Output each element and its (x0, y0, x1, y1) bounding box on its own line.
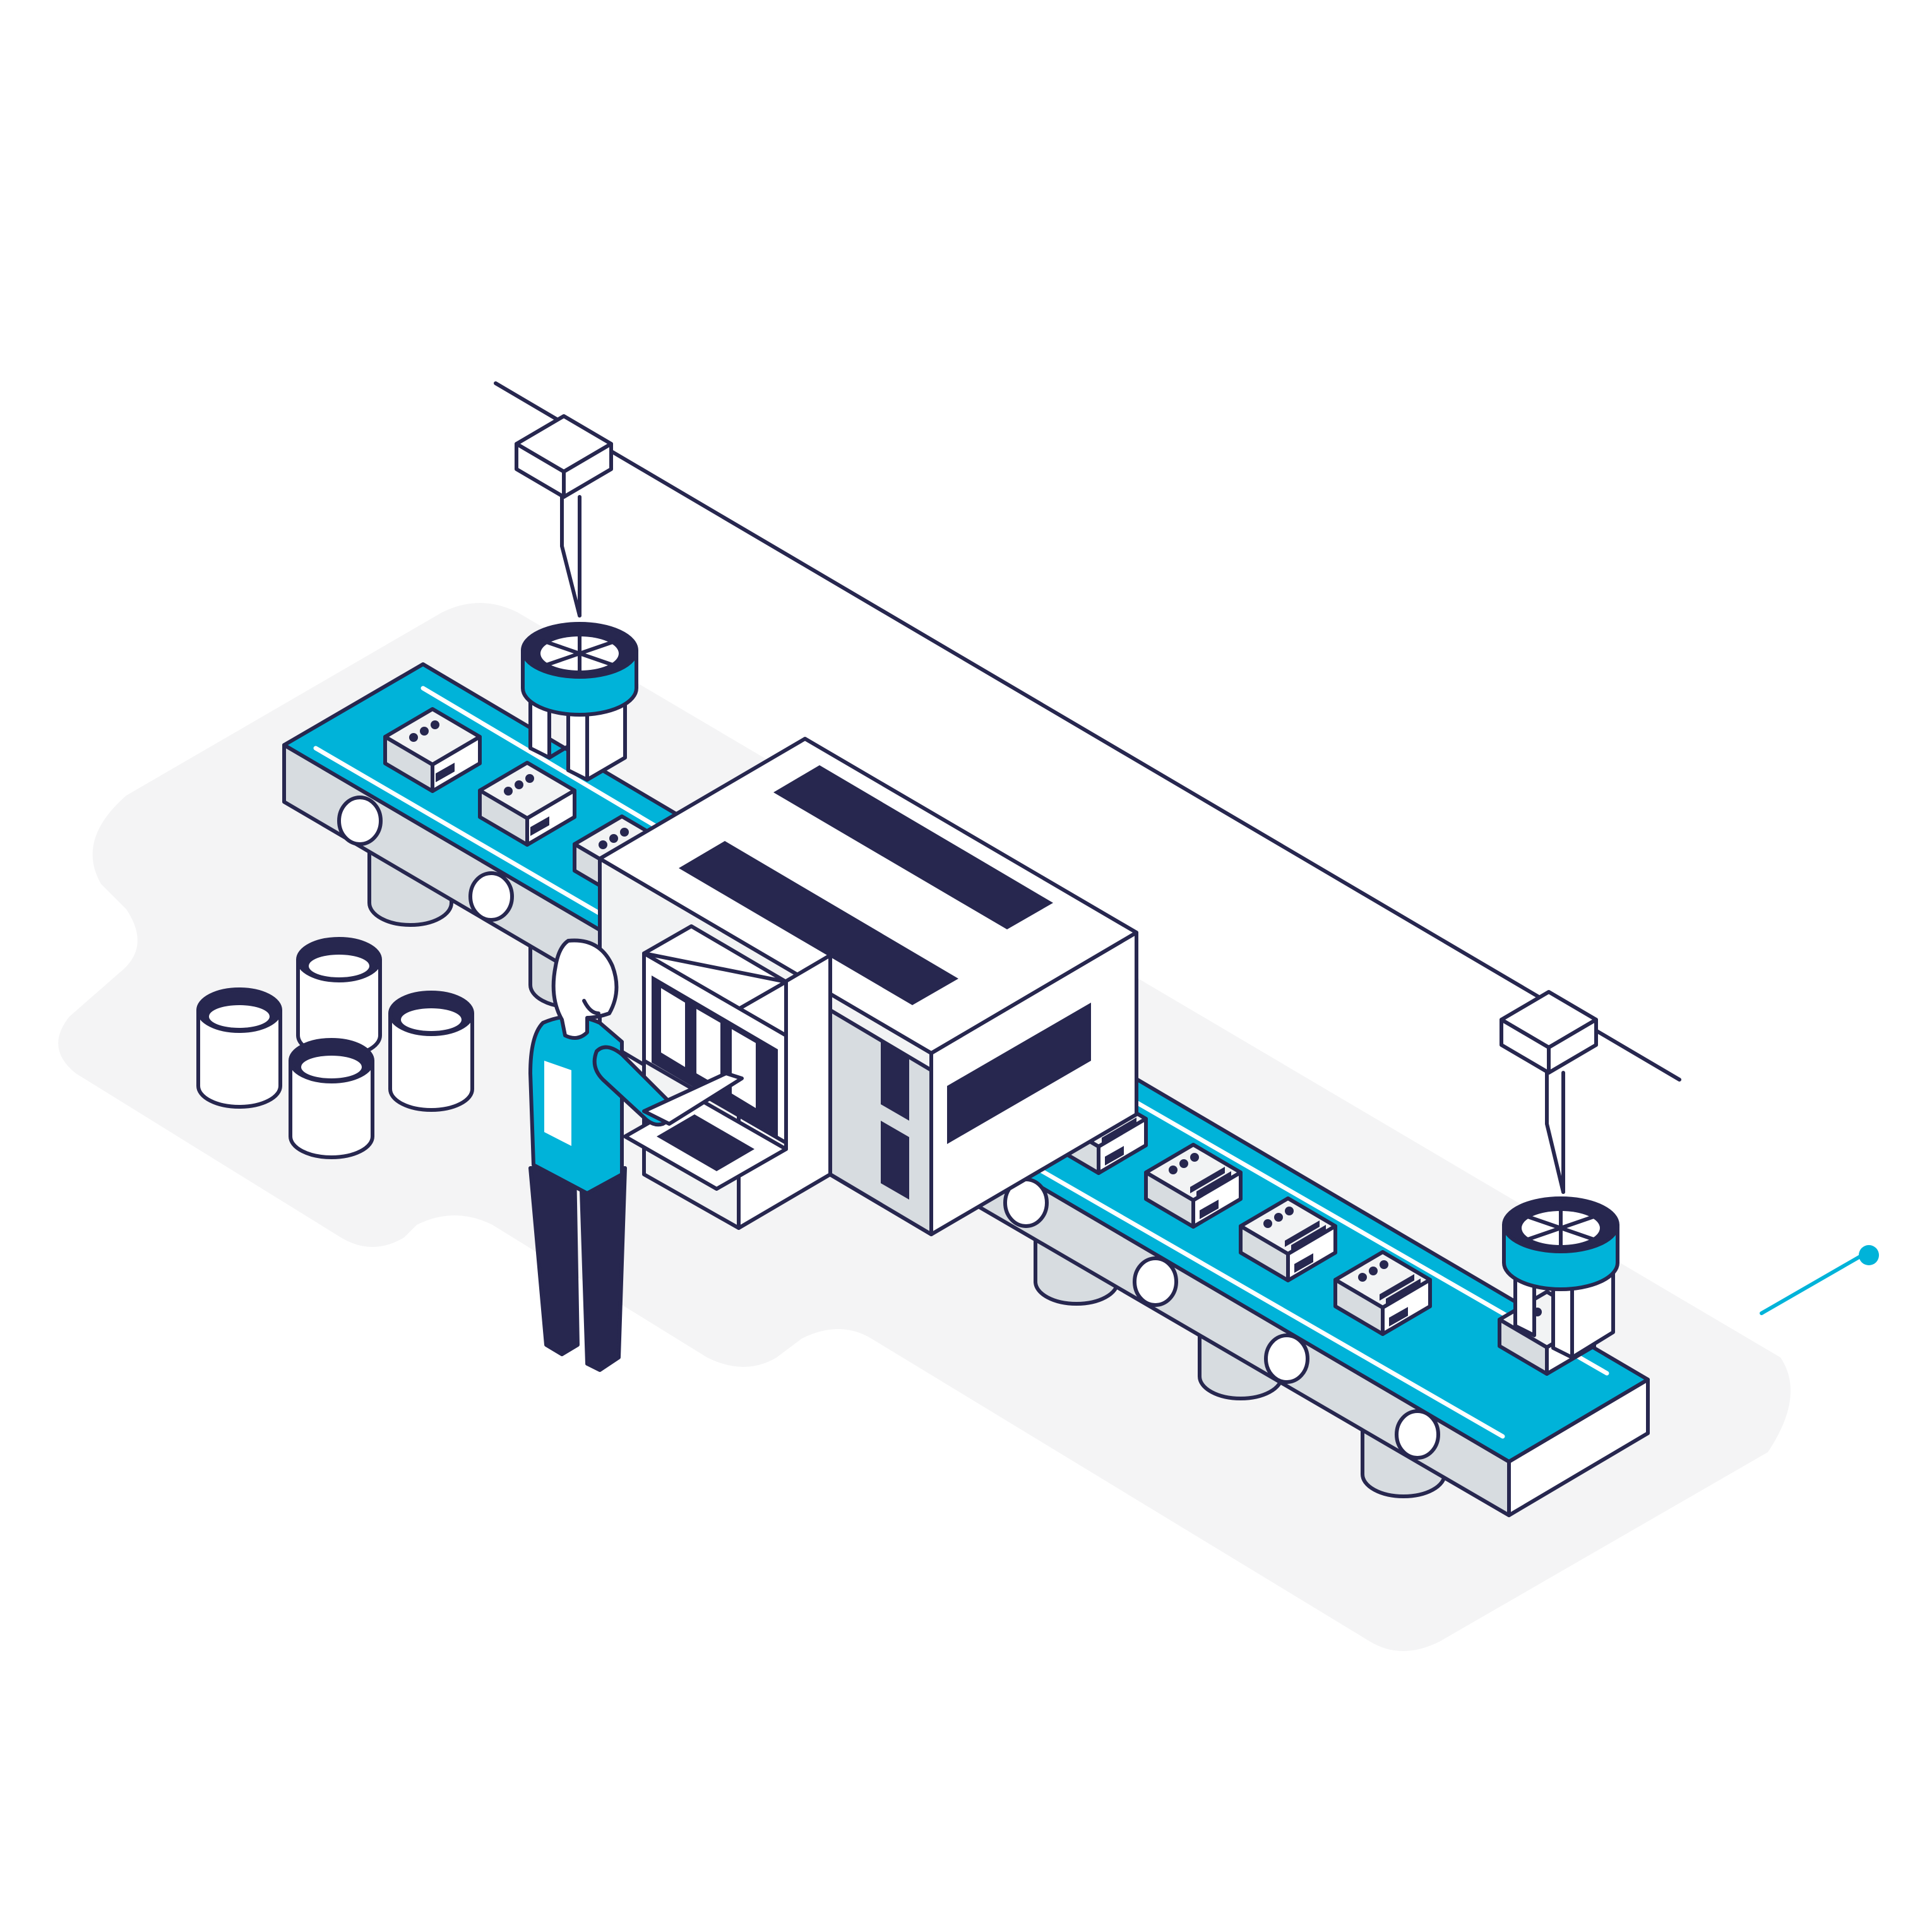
barrel (289, 1038, 374, 1159)
product-box (478, 761, 576, 847)
overhead-rail (494, 381, 1681, 1082)
product-box (1239, 1196, 1337, 1282)
operator (528, 938, 744, 1372)
robotic-gripper-left (515, 414, 638, 782)
barrel (296, 937, 382, 1058)
product-box (383, 707, 482, 793)
roller (1264, 1333, 1309, 1384)
robotic-gripper-right (1498, 990, 1619, 1376)
roller (468, 871, 514, 922)
roller (337, 796, 383, 846)
roller (1395, 1409, 1440, 1460)
roller (1133, 1256, 1178, 1307)
barrel (388, 991, 474, 1112)
product-box (1144, 1143, 1243, 1229)
accent-pointer (1760, 1245, 1879, 1315)
barrel (196, 987, 282, 1109)
product-box (1333, 1250, 1432, 1336)
